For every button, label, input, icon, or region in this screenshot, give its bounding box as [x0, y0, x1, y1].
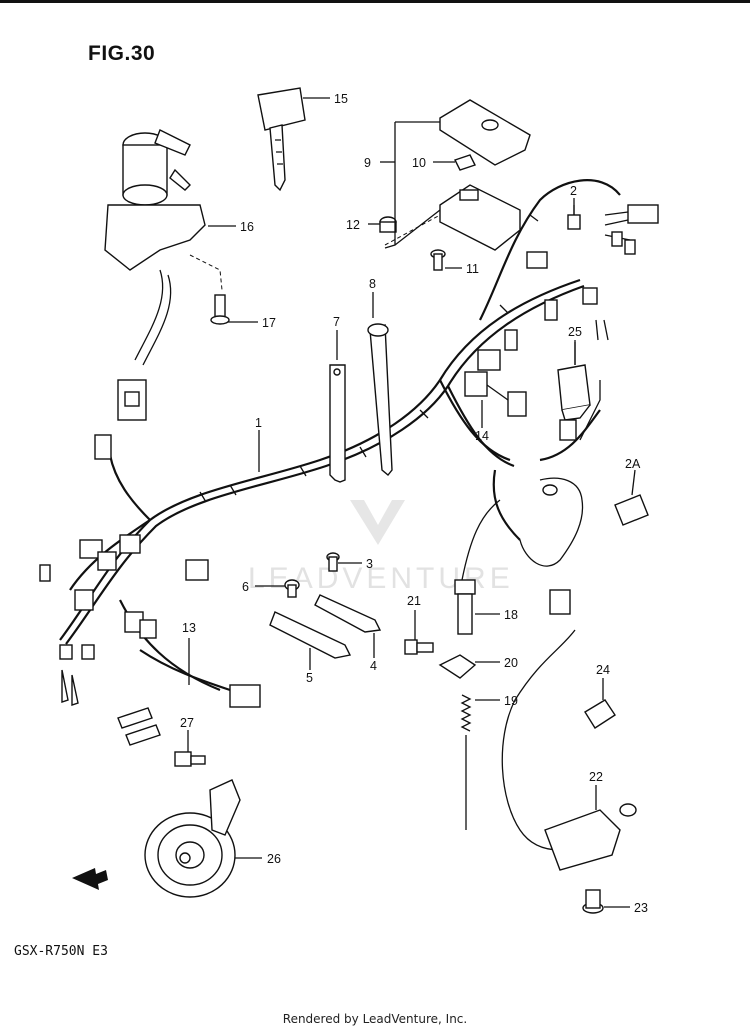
leader-dashed-16 [189, 254, 223, 291]
connector-mid-b [544, 299, 558, 321]
clamp-4 [314, 594, 382, 633]
small-connector [559, 419, 577, 441]
grommet [379, 216, 397, 233]
screw-6 [284, 579, 300, 598]
callout-10: 10 [412, 156, 426, 170]
cable-tie-8 [367, 323, 393, 476]
callout-26: 26 [267, 852, 281, 866]
fuse [454, 154, 476, 171]
callout-8: 8 [369, 277, 376, 291]
callout-19: 19 [504, 694, 518, 708]
callout-3: 3 [366, 557, 373, 571]
horn [144, 779, 241, 898]
junction-box [439, 99, 531, 251]
callout-25: 25 [568, 325, 582, 339]
callout-6: 6 [242, 580, 249, 594]
connector-13 [229, 684, 261, 708]
left-connectors [39, 434, 209, 706]
clip-24 [584, 699, 616, 729]
callout-18: 18 [504, 608, 518, 622]
callout-1: 1 [255, 416, 262, 430]
clamp-5 [269, 611, 352, 659]
relay-25 [557, 340, 591, 421]
regulator-22 [544, 809, 621, 871]
ground-terminal [542, 484, 558, 496]
connector-mid-c [582, 287, 598, 305]
callout-21: 21 [407, 594, 421, 608]
connector-mid-d [504, 329, 518, 351]
connector-mid-a [526, 251, 548, 269]
callout-24: 24 [596, 663, 610, 677]
callout-16: 16 [240, 220, 254, 234]
wiring-harness [59, 179, 621, 692]
wire-22 [501, 629, 576, 851]
callout-numbers: 15 16 17 9 10 12 11 2 8 7 25 14 2A 1 3 6… [180, 92, 648, 915]
callout-20: 20 [504, 656, 518, 670]
footer-credit: Rendered by LeadVenture, Inc. [282, 1012, 468, 1026]
sleeve-b [125, 724, 161, 746]
figure-title: FIG.30 [88, 42, 156, 65]
callout-2a: 2A [625, 457, 641, 471]
forward-arrow [72, 868, 108, 890]
ground-wire [519, 477, 584, 567]
block-2a [614, 494, 649, 526]
switch-18 [454, 499, 501, 635]
bolt-23 [582, 889, 604, 914]
spring-19 [460, 694, 472, 830]
callout-22: 22 [589, 770, 603, 784]
sleeve-a [117, 707, 153, 729]
bracket-20 [438, 654, 477, 679]
callout-14: 14 [475, 429, 489, 443]
callout-17: 17 [262, 316, 276, 330]
callout-23: 23 [634, 901, 648, 915]
connector-top-right [604, 204, 659, 255]
leader-lines [187, 97, 636, 908]
wire-ends [595, 319, 609, 341]
connector-group-14 [464, 349, 527, 417]
bolt-21 [404, 639, 434, 655]
callout-15: 15 [334, 92, 348, 106]
bolt-27 [174, 751, 206, 767]
ignition-key [257, 87, 306, 192]
screw-3 [326, 552, 340, 572]
callout-27: 27 [180, 716, 194, 730]
screw-11 [430, 249, 446, 271]
callout-4: 4 [370, 659, 377, 673]
callout-7: 7 [333, 315, 340, 329]
bolt-17 [210, 294, 230, 325]
wire-25 [579, 380, 601, 441]
regulator-cap [619, 803, 637, 817]
connector-22 [549, 589, 571, 615]
leader-dashed-12 [384, 214, 441, 246]
callout-13: 13 [182, 621, 196, 635]
ignition-switch [104, 129, 206, 421]
model-code: GSX-R750N E3 [14, 944, 108, 959]
callout-2: 2 [570, 184, 577, 198]
cable-tie-7 [329, 364, 346, 483]
callout-12: 12 [346, 218, 360, 232]
callout-5: 5 [306, 671, 313, 685]
callout-11: 11 [466, 262, 479, 276]
harness-13 [139, 649, 231, 692]
callout-9: 9 [364, 156, 371, 170]
